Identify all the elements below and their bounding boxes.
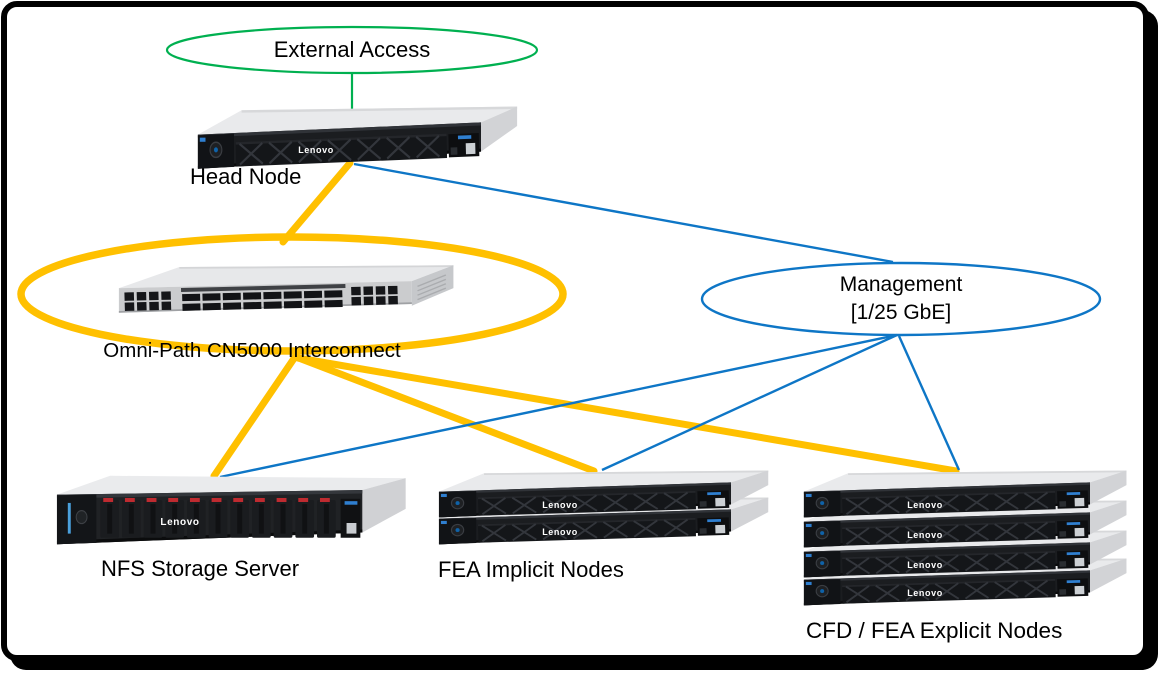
- fea-implicit-label: FEA Implicit Nodes: [438, 557, 624, 582]
- omnipath-switch: [118, 264, 455, 314]
- cfd-fea-explicit-label: CFD / FEA Explicit Nodes: [806, 618, 1062, 643]
- link-interconnect-nfs-line: [210, 353, 299, 480]
- external-access-ellipse: [165, 25, 539, 75]
- lenovo-logo: Lenovo: [542, 527, 578, 537]
- lenovo-logo: Lenovo: [298, 145, 334, 155]
- management-label-line2: [1/25 GbE]: [851, 301, 951, 324]
- lenovo-logo: Lenovo: [160, 517, 199, 528]
- head-node-label: Head Node: [190, 164, 301, 189]
- head-node-server: [196, 105, 519, 170]
- link-management-headnode-line: [353, 162, 894, 264]
- lenovo-logo: Lenovo: [907, 500, 943, 510]
- link-management-fea-line: [601, 333, 898, 472]
- link-management-cfd-line: [897, 335, 961, 471]
- external-access-label: External Access: [274, 37, 431, 62]
- link-interconnect-cfd-line: [294, 354, 960, 475]
- nfs-storage-label: NFS Storage Server: [101, 556, 299, 581]
- nfs-storage-server: [56, 475, 407, 545]
- link-headnode-interconnect-line: [279, 159, 354, 246]
- management-label-line1: Management: [840, 273, 963, 296]
- lenovo-logo: Lenovo: [907, 588, 943, 598]
- lenovo-logo: Lenovo: [542, 500, 578, 510]
- link-interconnect-fea-line: [292, 353, 598, 475]
- management-ellipse: [700, 261, 1102, 337]
- interconnect-label: Omni-Path CN5000 Interconnect: [103, 339, 401, 362]
- lenovo-logo: Lenovo: [907, 530, 943, 540]
- interconnect-ellipse: [17, 233, 567, 355]
- lenovo-logo: Lenovo: [907, 560, 943, 570]
- link-management-nfs-line: [219, 333, 898, 479]
